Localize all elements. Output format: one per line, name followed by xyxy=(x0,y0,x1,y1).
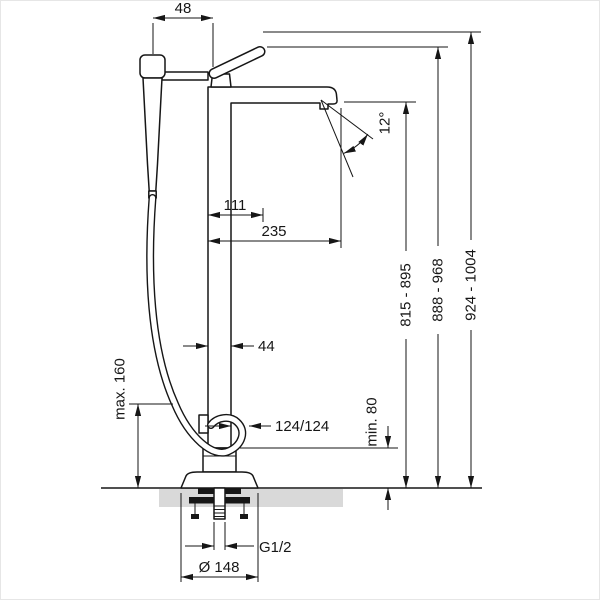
dim-min-80-label: min. 80 xyxy=(364,397,381,446)
faucet-body xyxy=(139,46,338,520)
connection-pipe xyxy=(213,487,226,520)
dimension-base-diameter: Ø 148 xyxy=(180,493,259,582)
dim-111-label: 111 xyxy=(224,197,247,214)
dimension-top-width: 48 xyxy=(152,1,214,67)
dimension-handle-height: 888 - 968 xyxy=(267,46,448,488)
floor-mounting-hardware xyxy=(189,487,250,520)
dim-g12-label: G1/2 xyxy=(259,539,292,556)
dim-max-160-label: max. 160 xyxy=(112,358,129,420)
lever-handle xyxy=(210,47,264,78)
dim-815-895-label: 815 - 895 xyxy=(398,263,415,326)
dim-44-label: 44 xyxy=(258,338,275,355)
dimension-spout-reach: 235 xyxy=(207,108,342,248)
dim-235-label: 235 xyxy=(261,223,286,240)
dim-148-label: Ø 148 xyxy=(199,559,240,576)
base-flare xyxy=(180,471,259,489)
dim-888-968-label: 888 - 968 xyxy=(430,258,447,321)
dimension-hose-max: max. 160 xyxy=(112,358,173,488)
dimension-outlet-offset: 111 xyxy=(207,197,264,222)
shower-hose xyxy=(146,194,247,457)
dimension-thread-size: G1/2 xyxy=(185,522,292,556)
dim-top-width-label: 48 xyxy=(175,1,192,17)
spout-angle-label: 12° xyxy=(377,112,394,135)
column-and-spout xyxy=(207,86,338,449)
hand-shower-head xyxy=(139,54,166,79)
dimension-outlet-height: 815 - 895 xyxy=(344,101,416,488)
dimension-spout-angle: 12° xyxy=(320,99,394,178)
shower-holder-arm xyxy=(161,71,209,81)
dimension-floor-min: min. 80 xyxy=(240,397,398,510)
dimension-hose-connection: 124/124 xyxy=(205,418,329,435)
dimension-total-height: 924 - 1004 xyxy=(263,31,481,488)
floor-surface xyxy=(159,489,343,507)
hose-connector xyxy=(198,414,209,434)
hand-shower-handle xyxy=(142,77,163,192)
dimension-body-width: 44 xyxy=(183,338,275,355)
dim-124-124-label: 124/124 xyxy=(275,418,329,435)
shower-hose-inner xyxy=(147,195,245,456)
hand-shower xyxy=(139,54,166,199)
dim-924-1004-label: 924 - 1004 xyxy=(463,249,480,321)
pipe-thread-lines xyxy=(214,505,225,517)
mounting-bolts xyxy=(191,503,248,519)
